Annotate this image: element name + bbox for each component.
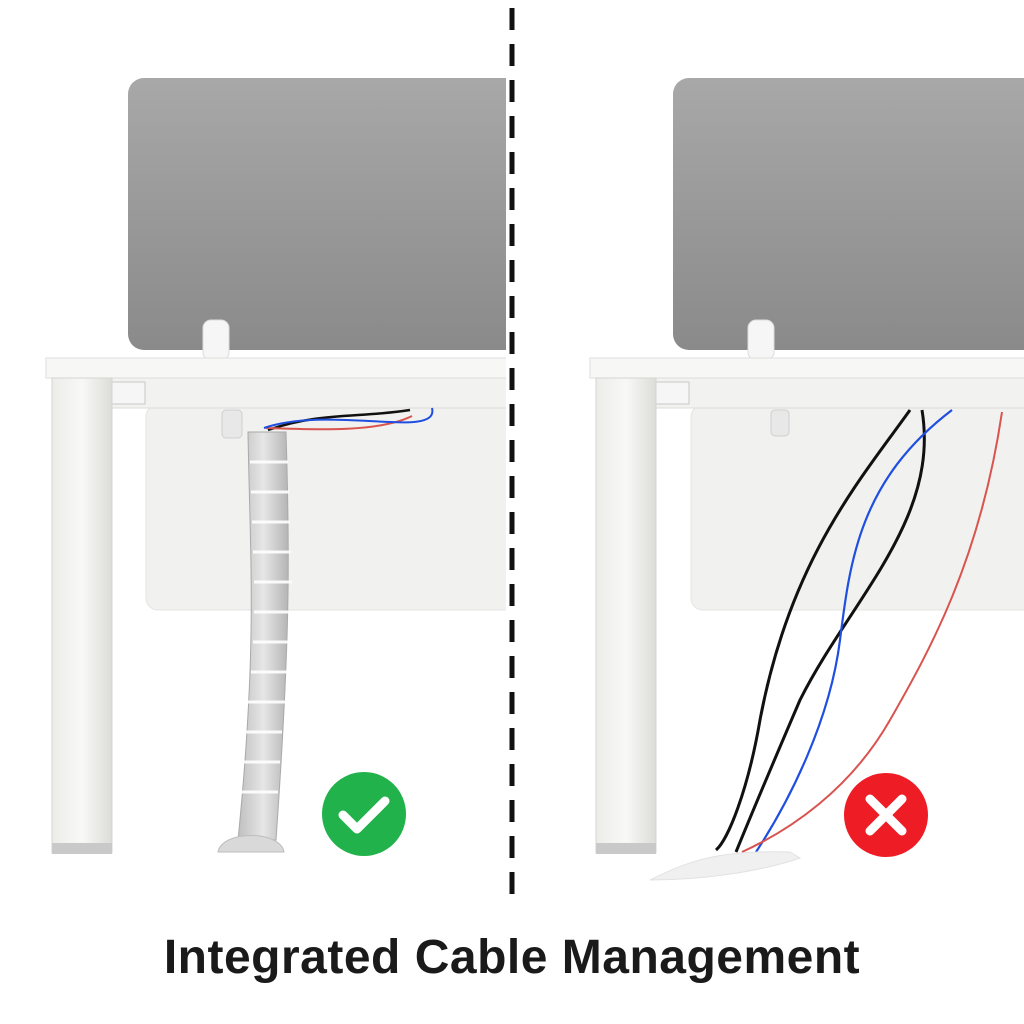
panel-clamp	[747, 319, 775, 361]
desk-top	[45, 357, 506, 379]
desk-top	[589, 357, 1024, 379]
desk-leg	[595, 377, 657, 854]
privacy-panel	[673, 78, 1024, 350]
cable-black	[267, 408, 411, 432]
status-correct-circle	[322, 772, 406, 856]
leg-foot	[596, 843, 656, 854]
x-icon	[865, 794, 907, 836]
desk-leg	[51, 377, 113, 854]
cable-red	[265, 415, 413, 431]
panel-clamp	[202, 319, 230, 361]
x-badge	[844, 773, 928, 857]
panel-with-cable-spine	[45, 78, 506, 856]
spine-bracket	[221, 409, 243, 439]
bracket	[770, 409, 790, 437]
cable-black	[714, 409, 912, 852]
desk-modesty-panel	[690, 404, 1024, 611]
cable-spine	[217, 431, 292, 853]
caption: Integrated Cable Management	[163, 931, 861, 984]
check-badge	[322, 772, 406, 856]
panel-loose-cables	[589, 78, 1024, 881]
cable-floor-pile	[649, 851, 802, 881]
cable-red	[741, 411, 1003, 853]
leg-foot	[52, 843, 112, 854]
privacy-panel	[128, 78, 506, 350]
cable-black	[734, 409, 926, 853]
cable-blue	[755, 409, 953, 853]
cable-blue	[263, 407, 434, 429]
check-icon	[338, 796, 390, 834]
desk-modesty-panel	[145, 404, 506, 611]
